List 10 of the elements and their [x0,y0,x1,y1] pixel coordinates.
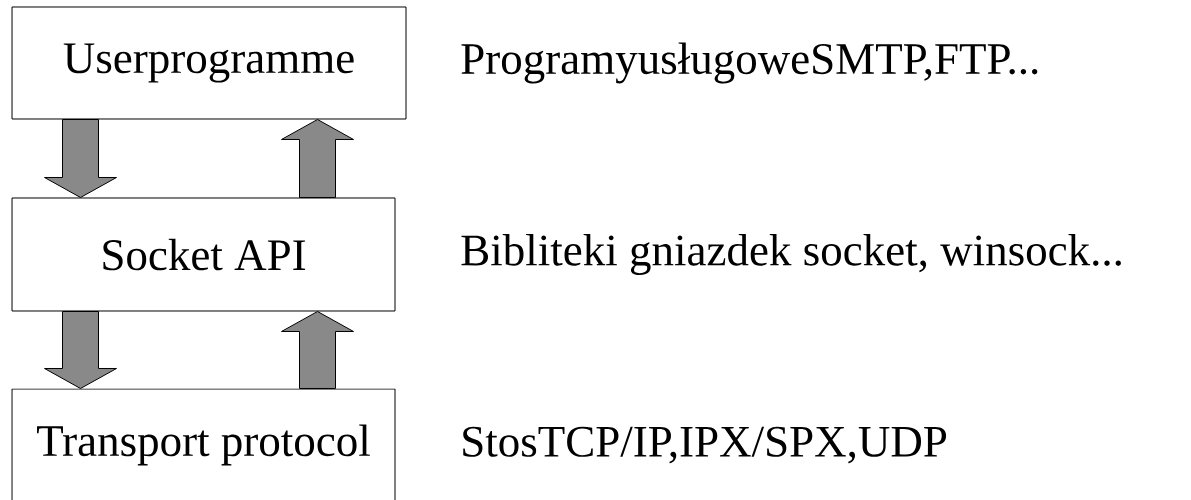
block-arrow [281,119,354,198]
block-arrow [44,119,117,198]
side-text: Bibliteki gniazdek socket, winsock... [461,234,1121,275]
block-arrow [44,311,117,389]
side-text: ProgramyusługoweSMTP,FTP... [461,42,1038,84]
block-arrow [281,311,354,389]
layer-box: Userprogramme [11,6,407,120]
side-text: StosTCP/IP,IPX/SPX,UDP [463,426,947,464]
layer-box: Socket API [11,197,396,312]
layer-box: Transport protocol [11,388,396,500]
